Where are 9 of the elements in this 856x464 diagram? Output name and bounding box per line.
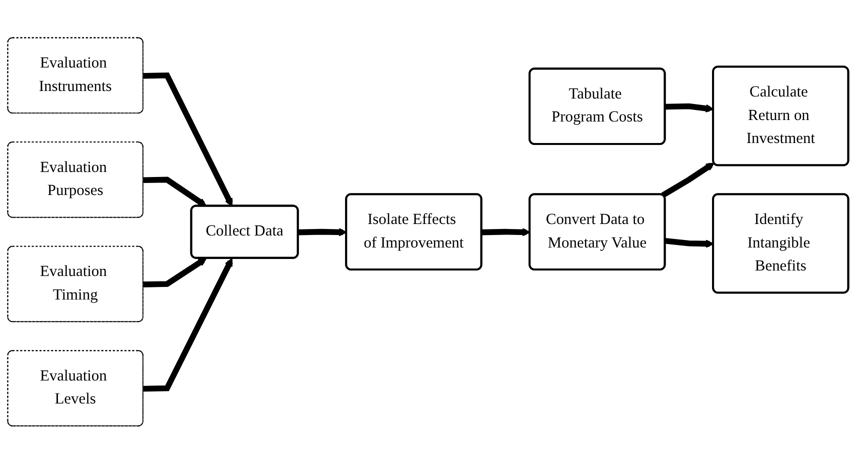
arrow [143,258,207,288]
arrow [143,72,233,207]
arrow [143,176,207,207]
arrow [482,228,530,237]
arrow [664,238,714,248]
arrow [298,228,347,237]
arrow [665,104,714,113]
arrow [661,162,714,198]
arrow [143,258,233,392]
